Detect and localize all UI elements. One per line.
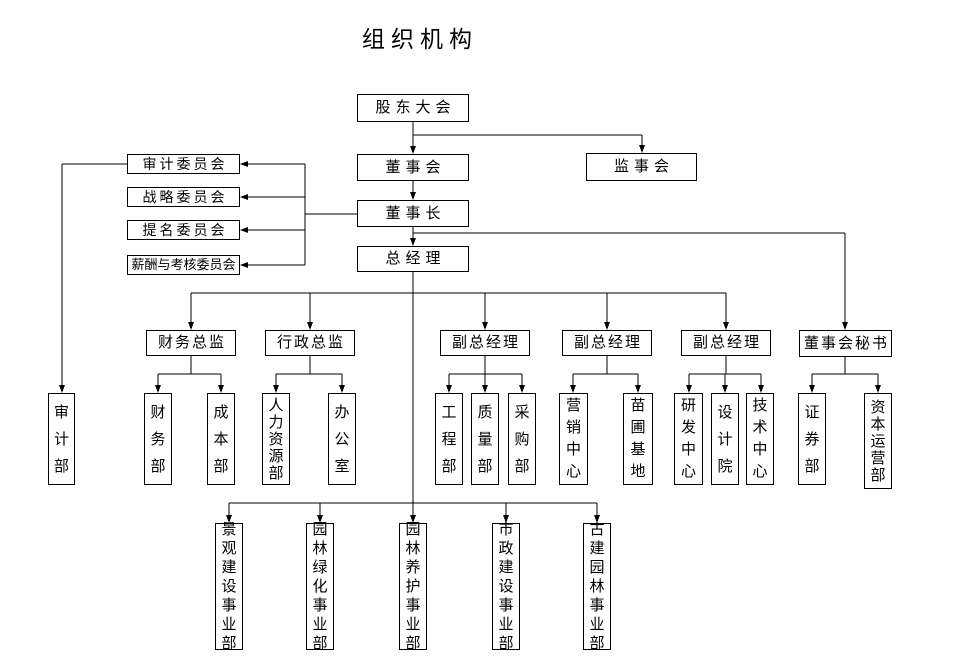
node-nomination-committee: 提名委员会 [127,220,240,240]
node-capital-operation-dept: 资本运营部 [864,393,892,489]
node-office: 办公室 [328,393,356,485]
node-garden-maintenance-div: 园林养护事业部 [399,521,427,652]
node-cost-dept: 成本部 [207,393,235,485]
node-ancient-garden-div: 古建园林事业部 [583,521,611,652]
node-supervisory-board: 监事会 [586,153,697,181]
node-engineering-dept: 工程部 [435,393,463,485]
node-shareholders-meeting: 股东大会 [357,94,469,122]
node-deputy-gm-1: 副总经理 [440,330,530,356]
node-remuneration-committee: 薪酬与考核委员会 [127,255,240,275]
node-board-secretary: 董事会秘书 [799,330,892,357]
node-general-manager: 总经理 [357,246,469,272]
node-marketing-center: 营销中心 [559,393,588,485]
node-board-of-directors: 董事会 [357,154,469,181]
node-garden-greening-div: 园林绿化事业部 [306,521,334,652]
node-municipal-construction-div: 市政建设事业部 [492,521,520,652]
node-deputy-gm-3: 副总经理 [681,330,771,356]
node-quality-dept: 质量部 [471,393,499,485]
page-title: 组织机构 [362,26,478,52]
node-securities-dept: 证券部 [798,393,826,485]
node-audit-committee: 审计委员会 [127,154,240,174]
node-finance-dept: 财务部 [144,393,172,485]
node-rd-center: 研发中心 [674,393,703,485]
node-nursery-base: 苗圃基地 [623,393,653,485]
node-procurement-dept: 采购部 [508,393,536,485]
node-tech-center: 技术中心 [746,393,774,485]
node-design-institute: 设计院 [711,393,739,485]
node-chairman: 董事长 [357,200,469,227]
node-strategy-committee: 战略委员会 [127,187,240,207]
node-admin-director: 行政总监 [265,330,355,356]
node-deputy-gm-2: 副总经理 [562,330,652,356]
node-audit-dept: 审计部 [48,393,75,485]
node-landscape-construction-div: 景观建设事业部 [215,521,243,652]
node-cfo: 财务总监 [146,330,236,356]
node-hr-dept: 人力资源部 [262,393,290,485]
